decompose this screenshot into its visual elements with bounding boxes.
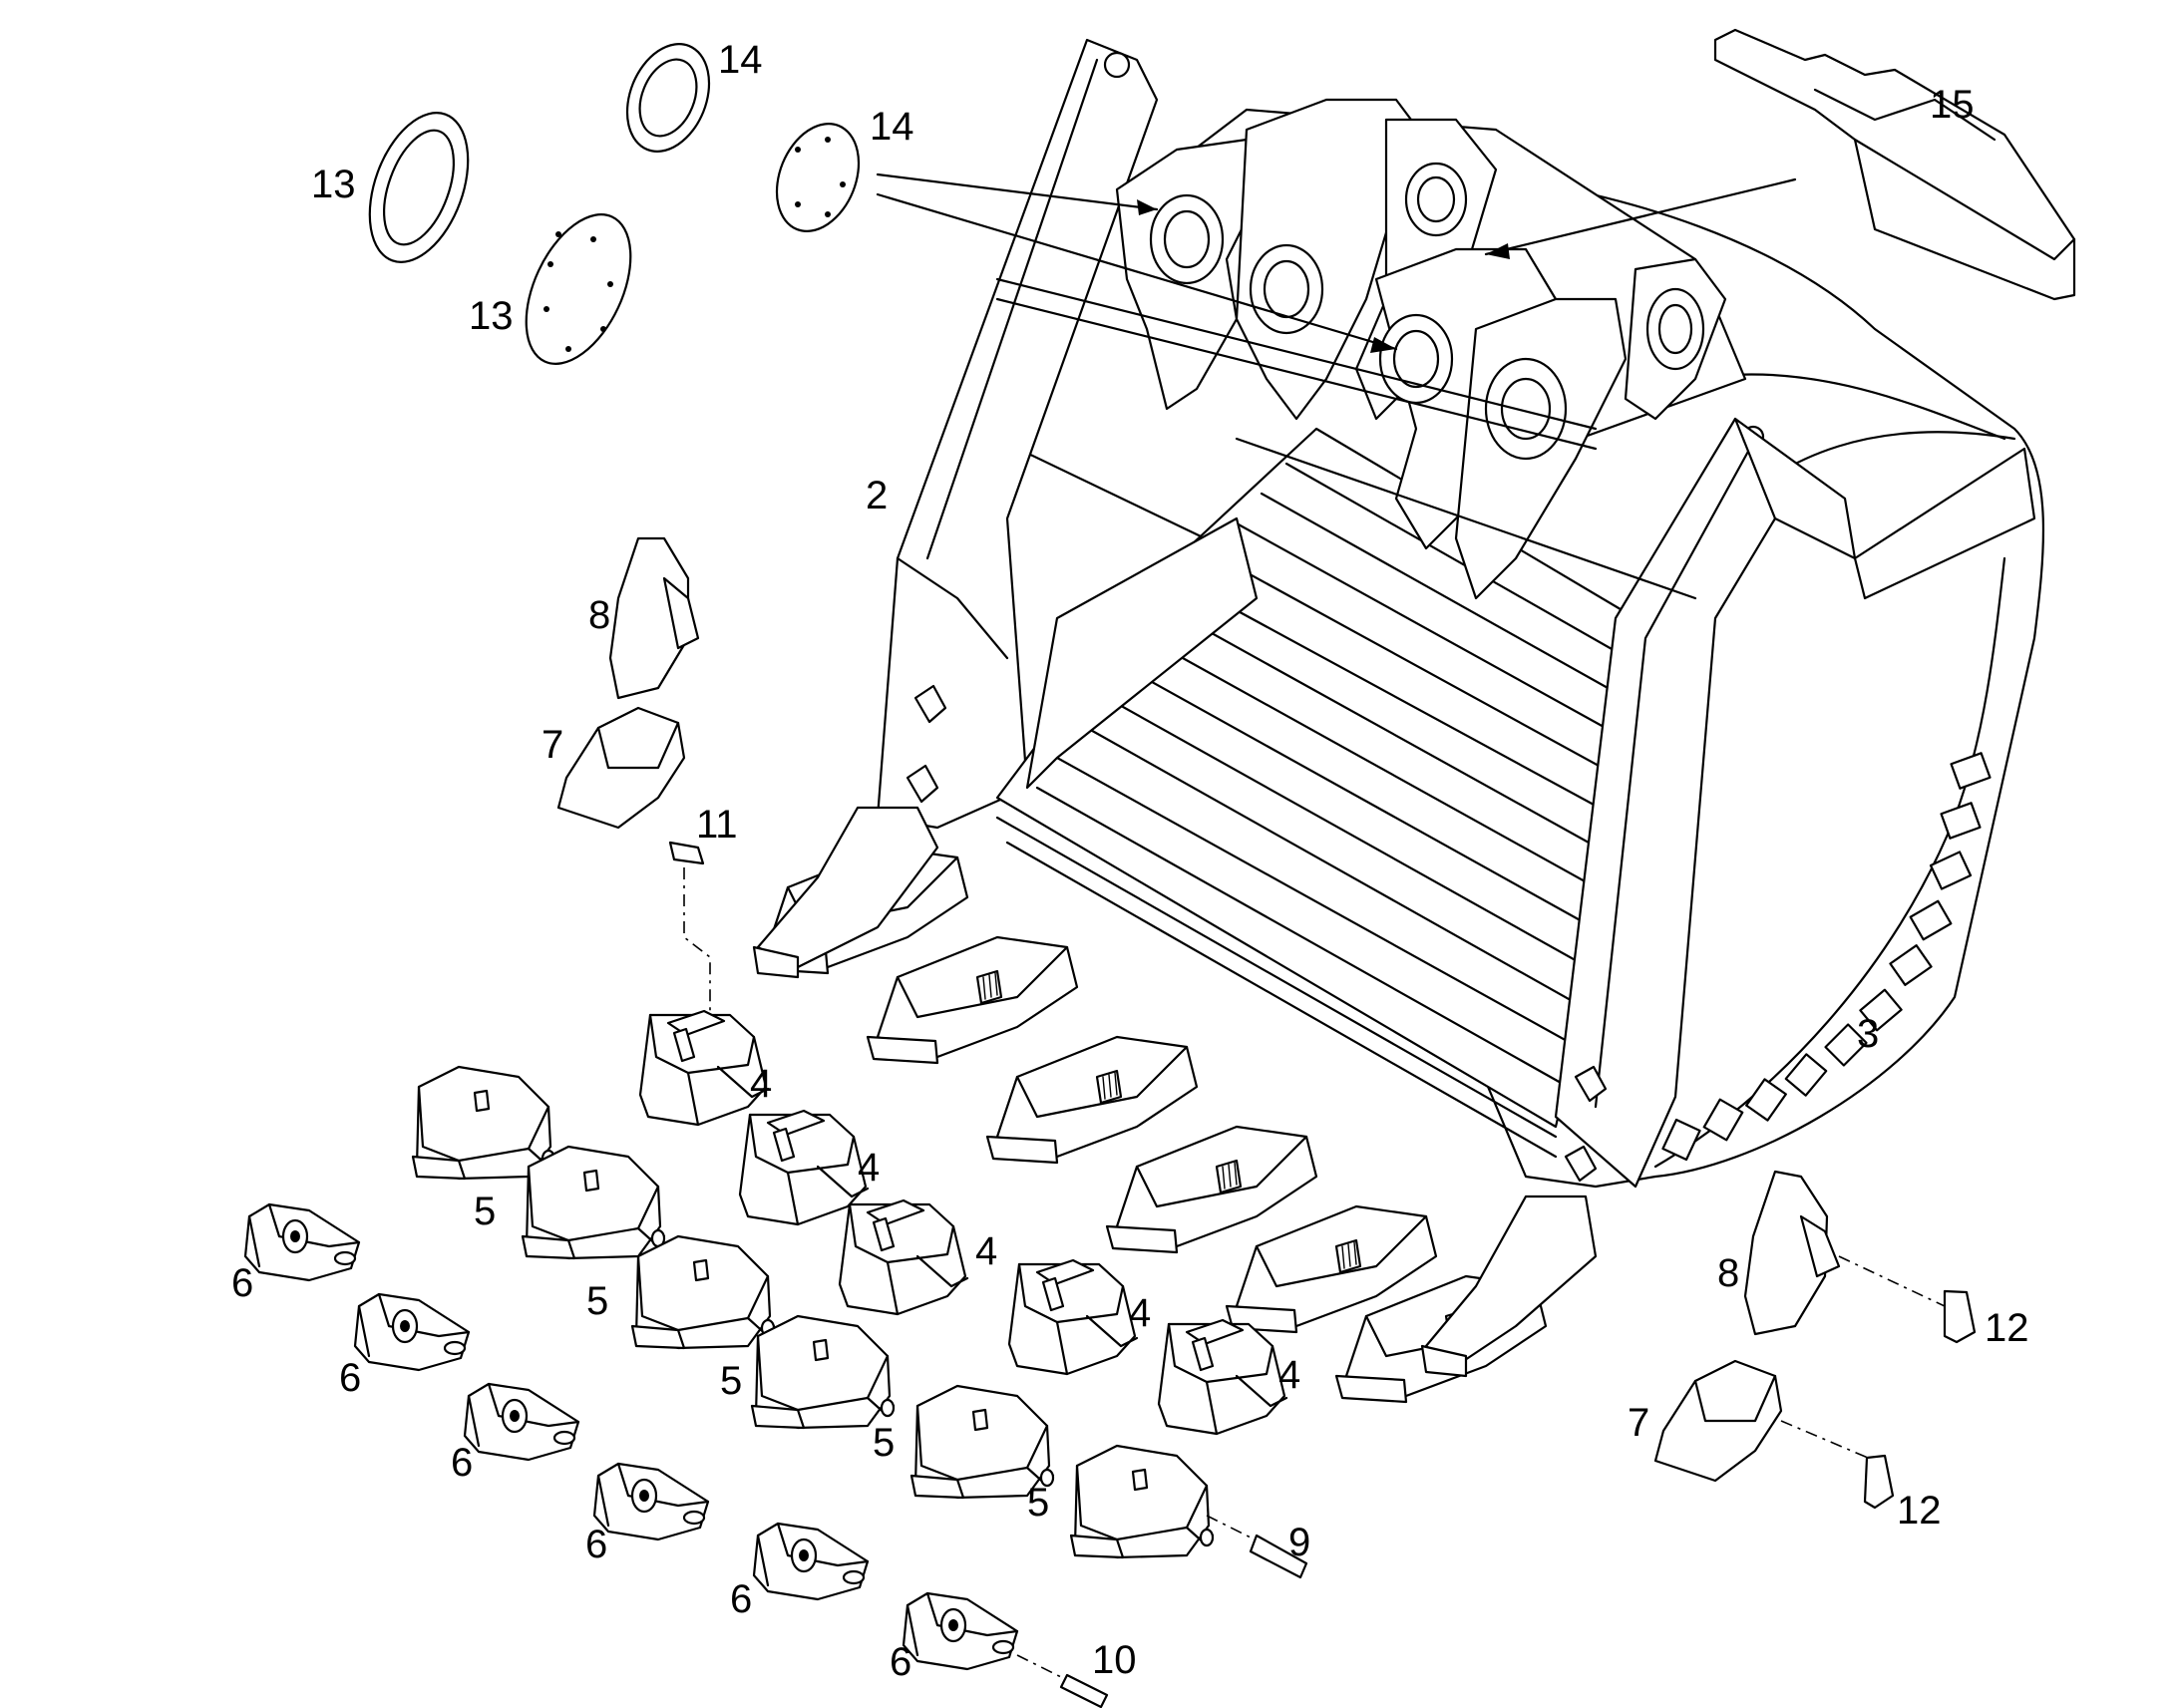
callout-4d: 4 <box>1129 1291 1151 1335</box>
callout-13b: 13 <box>469 294 514 338</box>
callout-5a: 5 <box>474 1190 496 1233</box>
callout-6b: 6 <box>339 1356 361 1400</box>
callout-14b: 14 <box>870 105 914 149</box>
part-12-lower <box>1863 1454 1895 1510</box>
callout-4c: 4 <box>975 1229 997 1273</box>
part-8-lower <box>1743 1170 1946 1336</box>
part-10-pin <box>1016 1654 1109 1708</box>
callout-13a: 13 <box>311 163 356 206</box>
callout-3: 3 <box>1857 1012 1879 1056</box>
callout-12b: 12 <box>1897 1489 1942 1533</box>
part-7-upper <box>556 706 686 830</box>
callout-12a: 12 <box>1985 1306 2029 1350</box>
callout-8b: 8 <box>1717 1251 1739 1295</box>
part-9-pin <box>1206 1515 1308 1579</box>
callout-6a: 6 <box>231 1261 253 1305</box>
callout-8a: 8 <box>588 593 610 637</box>
callout-10: 10 <box>1092 1638 1137 1682</box>
part-15-guard <box>1713 28 2076 301</box>
callout-14a: 14 <box>718 38 763 82</box>
callout-4e: 4 <box>1278 1353 1300 1397</box>
part-12-upper <box>1943 1289 1977 1344</box>
leader-arrows <box>876 172 1797 353</box>
hinge-plates <box>995 98 1727 600</box>
callout-4b: 4 <box>858 1146 880 1190</box>
callout-4a: 4 <box>750 1062 772 1106</box>
part-8-upper <box>608 536 700 700</box>
callout-6d: 6 <box>585 1523 607 1566</box>
callout-5b: 5 <box>586 1279 608 1323</box>
callout-2: 2 <box>866 474 888 517</box>
callout-15: 15 <box>1930 83 1975 127</box>
callout-5d: 5 <box>873 1421 895 1465</box>
cover-plates <box>368 43 861 365</box>
callout-7b: 7 <box>1628 1401 1649 1445</box>
callout-11: 11 <box>696 803 738 847</box>
callout-5c: 5 <box>720 1359 742 1403</box>
callout-6c: 6 <box>451 1441 473 1485</box>
side-wear-blocks <box>1661 752 1992 1162</box>
callout-6f: 6 <box>890 1640 911 1684</box>
corner-shrouds <box>752 806 1598 1378</box>
callout-9: 9 <box>1288 1521 1310 1564</box>
part-7-lower <box>1653 1359 1876 1483</box>
callout-6e: 6 <box>730 1577 752 1621</box>
callout-7a: 7 <box>542 723 563 767</box>
part-11-pin <box>668 841 711 1057</box>
callout-5e: 5 <box>1027 1481 1049 1525</box>
callout-labels: 14 14 15 13 13 2 8 7 11 3 4 4 4 4 4 5 5 … <box>231 38 2029 1684</box>
